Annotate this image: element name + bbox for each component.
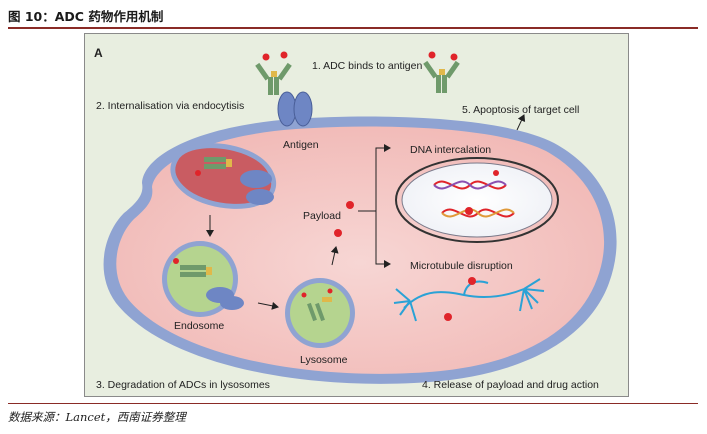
antigen-label: Antigen	[283, 139, 319, 151]
nucleus	[395, 157, 559, 243]
figure-title: 图 10：ADC 药物作用机制	[8, 9, 164, 24]
endosome	[162, 241, 244, 317]
adc-antibody-icon	[423, 51, 460, 93]
internalised-antigen	[240, 170, 274, 205]
dna-helix	[433, 180, 515, 218]
adc-antibody-icon	[255, 51, 292, 95]
arrow-to-lysosome	[257, 301, 279, 310]
lysosome	[285, 278, 355, 348]
endosome-label: Endosome	[174, 320, 224, 332]
payload-star-icon	[334, 201, 354, 237]
step4-label: 4. Release of payload and drug action	[422, 379, 599, 391]
arrow-to-payload	[330, 246, 339, 266]
title-rule	[8, 27, 698, 29]
arrow-apoptosis	[516, 114, 526, 131]
panel-letter: A	[94, 46, 103, 60]
microtubule-icon	[393, 278, 545, 322]
adc-mechanism-diagram: A Antigen	[94, 46, 617, 391]
step2-label: 2. Internalisation via endocytisis	[96, 100, 244, 112]
footer-rule	[8, 403, 698, 404]
payload-star-icon	[444, 277, 476, 321]
internalised-adc	[195, 157, 232, 176]
step5-label: 5. Apoptosis of target cell	[462, 104, 579, 116]
arrow-to-microtubule	[375, 211, 391, 268]
arrow-to-dna	[358, 144, 391, 212]
payload-label: Payload	[303, 210, 341, 222]
microtubule-disruption-label: Microtubule disruption	[410, 260, 513, 272]
payload-star-icon	[465, 170, 499, 215]
source-note: 数据来源：Lancet，西南证券整理	[8, 410, 186, 424]
step3-label: 3. Degradation of ADCs in lysosomes	[96, 379, 270, 391]
dna-intercalation-label: DNA intercalation	[410, 144, 491, 156]
step1-label: 1. ADC binds to antigen	[312, 60, 422, 72]
antigen-receptor	[277, 91, 313, 127]
lysosome-label: Lysosome	[300, 354, 348, 366]
